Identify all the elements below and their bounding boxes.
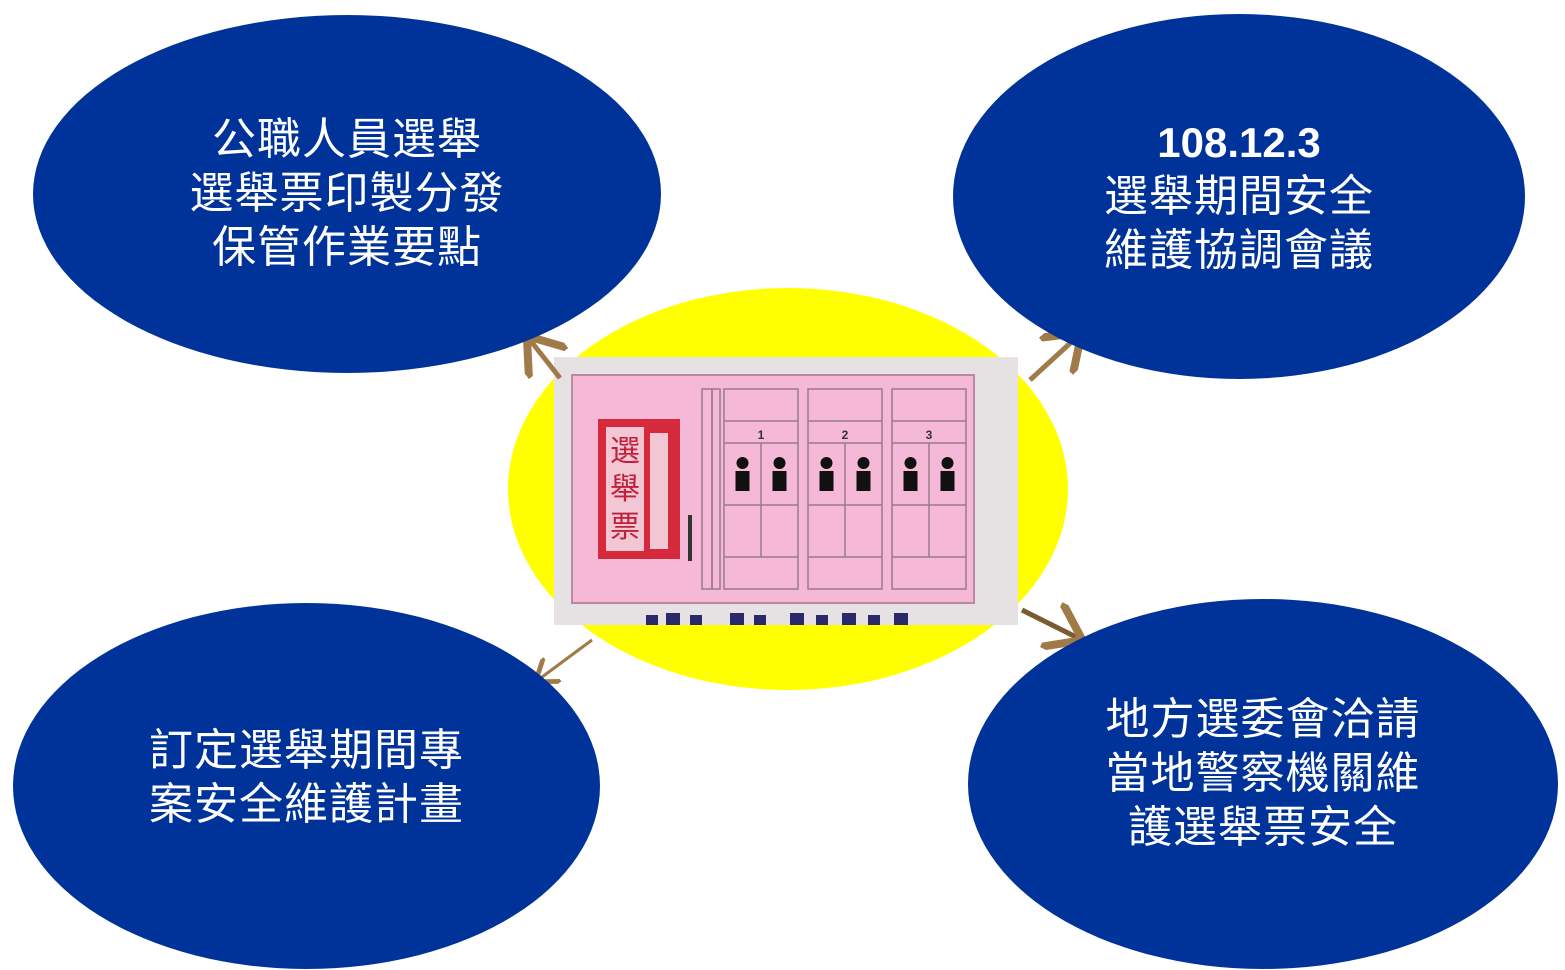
oval-br-line-2: 當地警察機關維 — [1105, 748, 1421, 799]
ballot-stamp-char: 舉 — [610, 472, 640, 507]
candidate-person-icon — [773, 457, 786, 469]
oval-tl-line-1: 公職人員選舉 — [212, 114, 482, 165]
ballot-candidate-column: 1 — [723, 388, 799, 590]
ballot-candidate-column: 2 — [807, 388, 883, 590]
arrow-to-bottom-left — [538, 638, 593, 680]
candidate-person-icon — [820, 457, 833, 469]
candidate-person-icon — [904, 457, 917, 469]
ballot-column-number: 3 — [926, 428, 933, 442]
oval-bl-line-1: 訂定選舉期間專 — [149, 725, 464, 776]
oval-tr-line-2: 維護協調會議 — [1104, 224, 1374, 276]
ballot-stamp-char: 選 — [610, 434, 640, 469]
oval-tr-line-1: 選舉期間安全 — [1104, 170, 1374, 222]
ballot-candidate-column: 3 — [891, 388, 967, 590]
oval-tl-line-3: 保管作業要點 — [212, 222, 482, 273]
candidate-person-icon — [857, 457, 870, 469]
ballot-column-number: 1 — [758, 428, 765, 442]
ballot-stamp-char: 票 — [610, 510, 640, 545]
ballot-image: 選舉票 1 2 3 — [554, 357, 1018, 625]
oval-tr-date: 108.12.3 — [1157, 118, 1321, 166]
oval-security-meeting: 108.12.3 選舉期間安全 維護協調會議 — [953, 14, 1525, 379]
candidate-person-icon — [736, 457, 749, 469]
arrow-to-bottom-right — [1020, 610, 1078, 638]
oval-security-plan: 訂定選舉期間專 案安全維護計畫 — [13, 603, 600, 969]
ballot-illustration: 選舉票 1 2 3 — [554, 357, 1018, 625]
oval-tl-line-2: 選舉票印製分發 — [189, 168, 505, 219]
candidate-person-icon — [941, 457, 954, 469]
oval-ballot-printing-rules: 公職人員選舉 選舉票印製分發 保管作業要點 — [33, 15, 661, 373]
oval-br-line-3: 護選舉票安全 — [1128, 802, 1398, 853]
ballot-column-number: 2 — [842, 428, 849, 442]
oval-br-line-1: 地方選委會洽請 — [1105, 694, 1421, 745]
oval-police-protection: 地方選委會洽請 當地警察機關維 護選舉票安全 — [968, 599, 1558, 969]
oval-bl-line-2: 案安全維護計畫 — [149, 779, 464, 830]
